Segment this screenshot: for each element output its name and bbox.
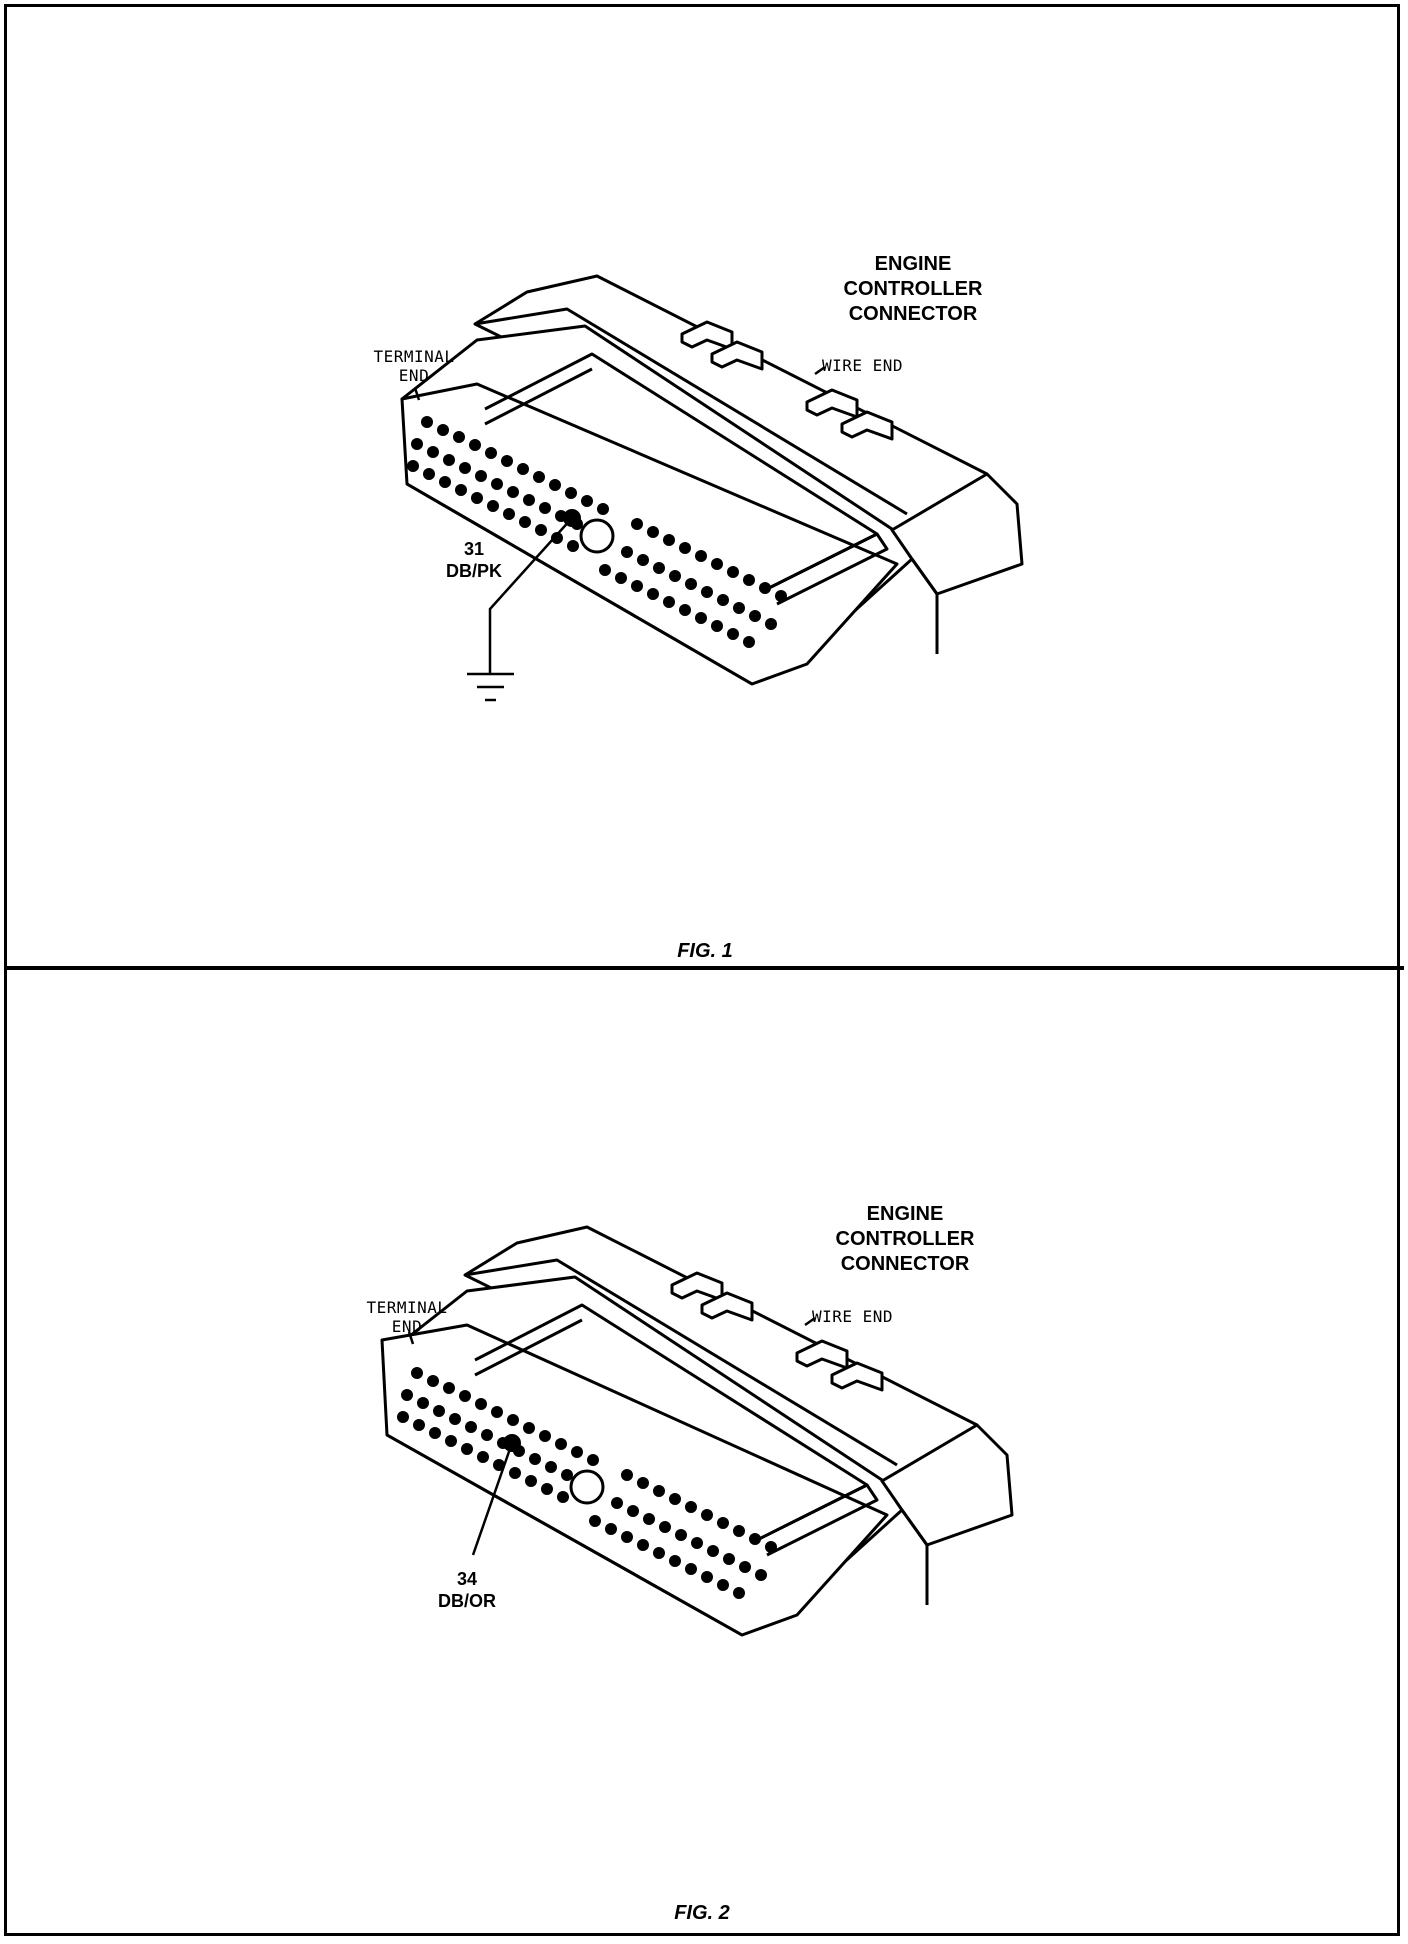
title-line-3: CONNECTOR — [848, 303, 978, 325]
wire-end-label: WIRE END — [812, 1307, 894, 1326]
terminal-end-line-1: TERMINAL — [373, 347, 455, 366]
pin-callout: 34 DB/OR — [407, 1568, 527, 1612]
connector-title: ENGINE CONTROLLER CONNECTOR — [775, 1202, 1035, 1277]
terminal-end-line-2: END — [398, 366, 430, 385]
title-line-2: CONTROLLER — [843, 278, 983, 300]
terminal-end-line-2: END — [391, 1317, 423, 1336]
figure-caption: FIG. 2 — [674, 1902, 730, 1924]
title-line-1: ENGINE — [874, 253, 952, 275]
pin-number: 31 — [463, 539, 485, 559]
connector-drawing-1 — [400, 274, 1024, 702]
terminal-end-label: TERMINAL END — [357, 1298, 457, 1336]
connector-title: ENGINE CONTROLLER CONNECTOR — [783, 252, 1043, 327]
title-line-3: CONNECTOR — [840, 1253, 970, 1275]
terminal-end-label: TERMINAL END — [364, 347, 464, 385]
title-line-1: ENGINE — [866, 1203, 944, 1225]
page-frame — [4, 4, 1400, 1936]
pin-wire-color: DB/PK — [445, 561, 502, 581]
terminal-end-line-1: TERMINAL — [366, 1298, 448, 1317]
connector-drawing-2 — [380, 1225, 1014, 1637]
figure-divider — [4, 966, 1404, 970]
pin-callout: 31 DB/PK — [414, 538, 534, 582]
wire-end-label: WIRE END — [822, 356, 904, 375]
pin-number: 34 — [456, 1569, 478, 1589]
figure-1: ENGINE CONTROLLER CONNECTOR TERMINAL END… — [7, 4, 1397, 966]
title-line-2: CONTROLLER — [835, 1228, 975, 1250]
figure-caption: FIG. 1 — [677, 940, 733, 962]
pin-wire-color: DB/OR — [438, 1591, 496, 1611]
figure-2: ENGINE CONTROLLER CONNECTOR TERMINAL END… — [7, 970, 1397, 1936]
